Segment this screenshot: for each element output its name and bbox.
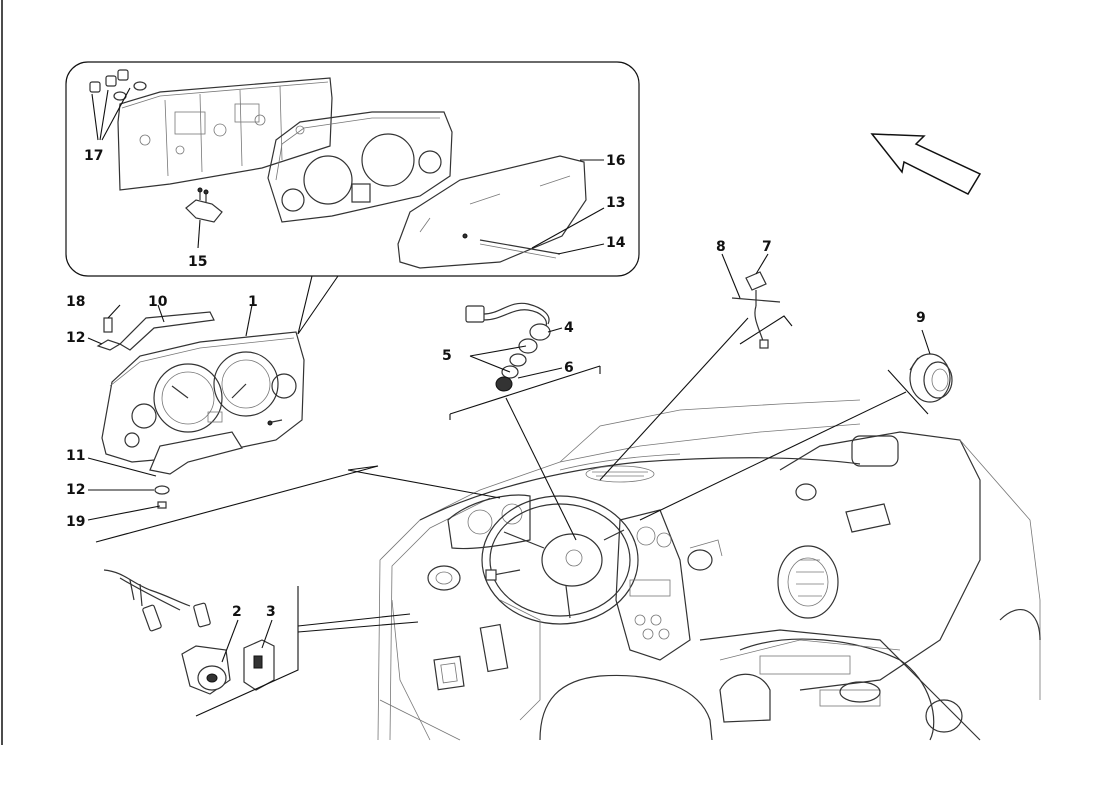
ignition-callout-ends (449, 366, 601, 420)
switch-assembly (103, 569, 275, 695)
ignition-to-dash-line (505, 397, 577, 541)
label-15: 15 (188, 254, 207, 270)
leader-6 (517, 367, 563, 379)
cluster-glass (397, 155, 587, 269)
instrument-panel-detail-inset (65, 61, 640, 335)
label-9: 9 (916, 310, 926, 326)
switch-to-dash-line (297, 613, 419, 633)
sensor-assembly (731, 271, 781, 349)
small-bracket (185, 187, 223, 223)
sensor-to-dash-line (599, 317, 749, 481)
label-10: 10 (148, 294, 168, 310)
switch-callout-bracket (195, 586, 299, 717)
leader-7 (755, 253, 769, 275)
cluster-front-bezel (267, 111, 453, 223)
cluster-rear-housing (117, 77, 333, 191)
label-1: 1 (248, 294, 258, 310)
inset-callout-lines (297, 275, 339, 335)
instrument-cluster (96, 311, 305, 509)
label-12-bottom: 12 (66, 482, 85, 498)
direction-arrow (870, 133, 982, 195)
label-18: 18 (66, 294, 85, 310)
ignition-switch-assembly (465, 302, 551, 392)
sensor-callout-bracket (739, 315, 793, 345)
leader-14 (557, 243, 605, 255)
inset-frame (65, 61, 640, 277)
label-13: 13 (606, 195, 625, 211)
cluster-callout-bracket (95, 465, 379, 543)
label-16: 16 (606, 153, 625, 169)
leader-17 (91, 87, 131, 141)
label-19: 19 (66, 514, 85, 530)
leader-19 (87, 505, 161, 521)
label-12-top: 12 (66, 330, 85, 346)
leader-18 (107, 304, 121, 319)
leader-5 (469, 345, 527, 373)
bulb-sockets (89, 69, 147, 101)
label-14: 14 (606, 235, 626, 251)
label-4: 4 (564, 320, 574, 336)
ignition-callout-bracket (449, 365, 601, 415)
leader-12-top (87, 337, 103, 345)
label-6: 6 (564, 360, 574, 376)
leader-15 (197, 219, 201, 249)
leader-2 (221, 619, 239, 663)
clock-to-dash-line (639, 391, 907, 521)
cluster-to-dash-line (347, 465, 501, 499)
leader-10 (157, 304, 165, 323)
leader-4 (547, 327, 563, 333)
leader-8 (721, 253, 741, 299)
leader-3 (261, 619, 273, 649)
label-2: 2 (232, 604, 242, 620)
leader-9 (921, 329, 931, 355)
leader-1 (245, 304, 253, 337)
leader-13 (531, 207, 605, 249)
clock-unit (909, 353, 953, 403)
label-3: 3 (266, 604, 276, 620)
label-8: 8 (716, 239, 726, 255)
label-11: 11 (66, 448, 85, 464)
label-5: 5 (442, 348, 452, 364)
label-7: 7 (762, 239, 772, 255)
car-interior-dashboard (377, 399, 1041, 741)
clock-callout-bracket (887, 369, 929, 415)
leader-11 (87, 457, 157, 477)
label-17: 17 (84, 148, 103, 164)
